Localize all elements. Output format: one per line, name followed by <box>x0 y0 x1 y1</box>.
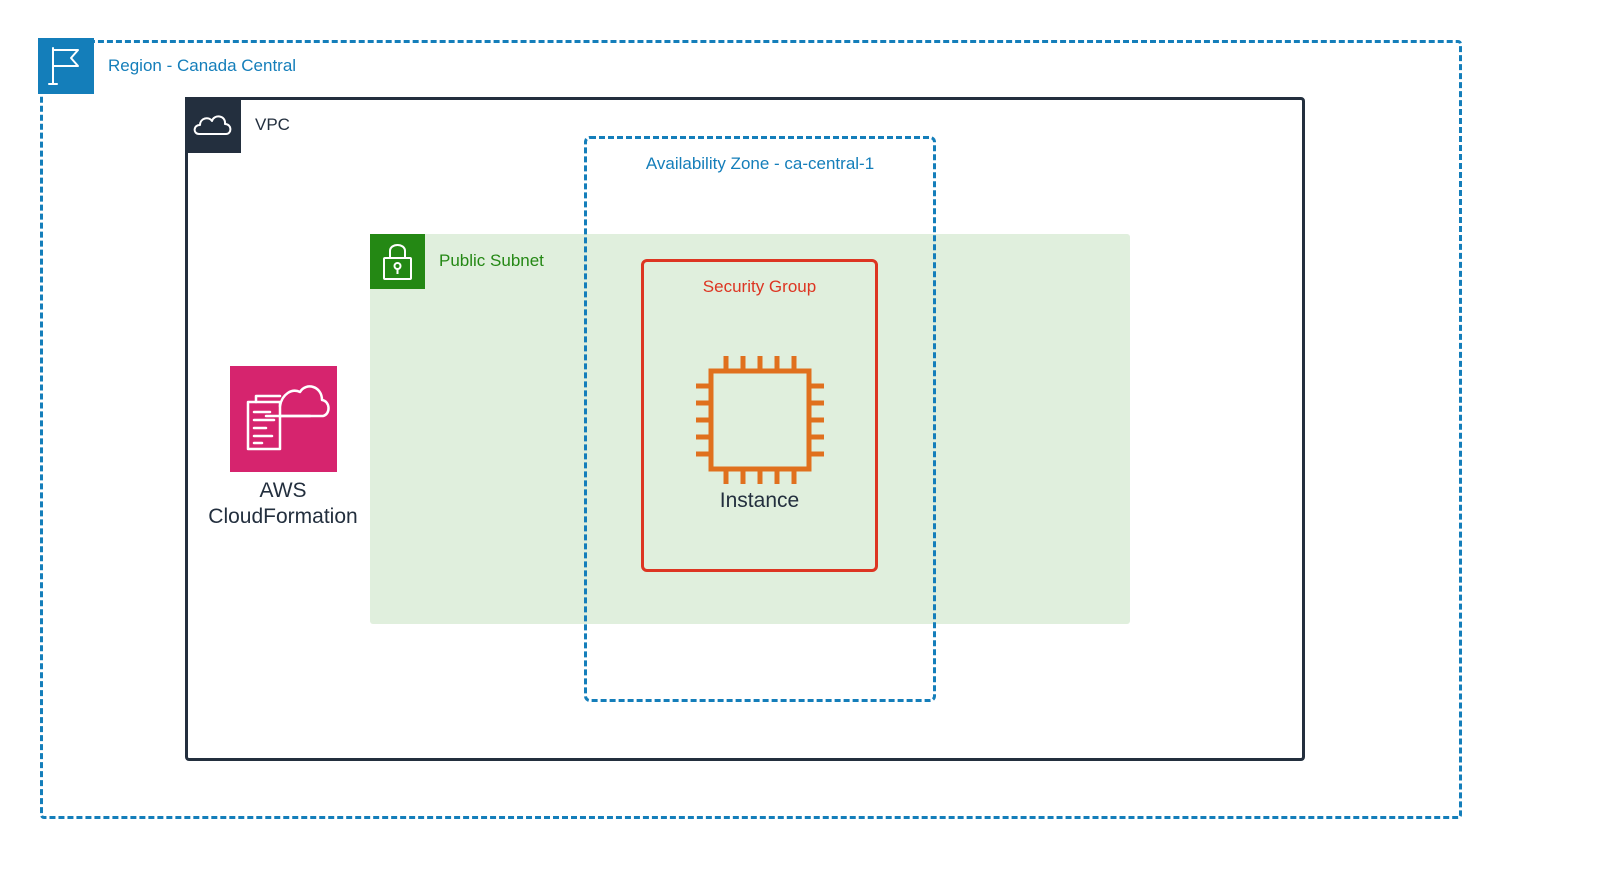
cloudformation-label-line2: CloudFormation <box>208 505 358 528</box>
instance-label: Instance <box>719 489 800 512</box>
cloudformation-icon <box>230 366 337 472</box>
region-label: Region - Canada Central <box>108 56 297 75</box>
availability-zone-label: Availability Zone - ca-central-1 <box>645 154 875 173</box>
availability-zone-group <box>584 136 936 702</box>
vpc-group <box>185 97 1305 761</box>
cloud-icon <box>185 97 241 153</box>
ec2-instance-chip-icon <box>694 354 826 486</box>
region-group <box>40 40 1462 819</box>
public-subnet-label: Public Subnet <box>439 251 544 270</box>
vpc-label: VPC <box>255 115 290 134</box>
security-group <box>641 259 878 572</box>
cloudformation-label: AWS CloudFormation <box>183 478 383 530</box>
flag-icon <box>38 38 94 94</box>
security-group-label: Security Group <box>702 277 817 296</box>
lock-icon <box>370 234 425 289</box>
public-subnet-group <box>370 234 1130 624</box>
cloudformation-label-line1: AWS <box>259 479 307 502</box>
